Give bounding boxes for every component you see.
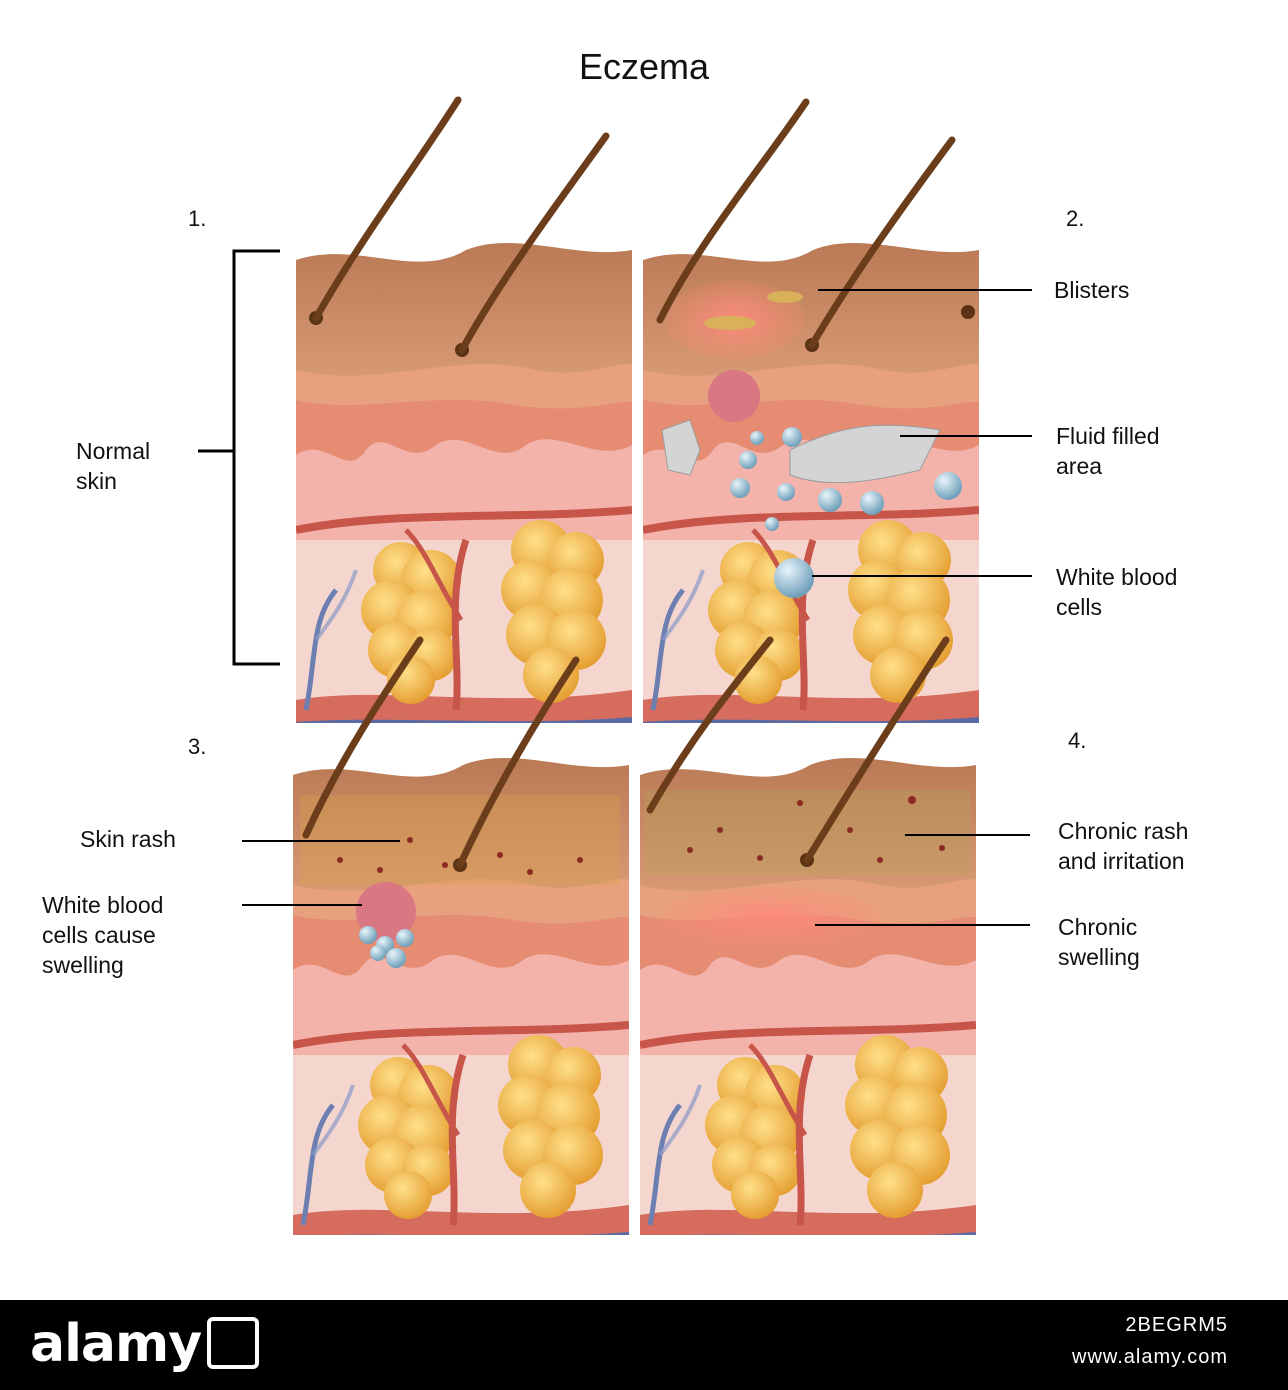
panel-1-number: 1. xyxy=(188,206,207,231)
leader-lines xyxy=(242,289,1032,926)
fluid-area-icon xyxy=(789,424,941,484)
watermark-footer: alamy 2BEGRM5 www.alamy.com xyxy=(0,1300,1288,1390)
panel-3-number: 3. xyxy=(188,734,207,759)
label-wbc-cause-swelling: White blood cells cause swelling xyxy=(42,892,164,978)
panel-4-skin-illustration xyxy=(640,758,976,1253)
panel-2-skin-illustration xyxy=(643,243,979,738)
panel-4-number: 4. xyxy=(1068,728,1087,753)
label-normal-skin: Normal skin xyxy=(76,438,151,494)
label-skin-rash: Skin rash xyxy=(80,826,176,852)
panel-1-hairs xyxy=(312,96,610,354)
white-blood-cell-icon xyxy=(774,558,814,598)
panel-2-number: 2. xyxy=(1066,206,1085,231)
site-url: www.alamy.com xyxy=(1072,1346,1228,1368)
brand-logo: alamy xyxy=(30,1314,260,1374)
normal-skin-bracket xyxy=(198,249,280,666)
chronic-swelling-icon xyxy=(660,887,880,947)
panel-3-skin-illustration xyxy=(293,758,629,1253)
blister-icon xyxy=(704,316,756,330)
label-chronic-rash: Chronic rash and irritation xyxy=(1058,818,1189,874)
page-title: Eczema xyxy=(578,46,710,87)
panel-3-hairs xyxy=(302,636,580,869)
blister-icon xyxy=(767,291,803,303)
label-fluid-filled-area: Fluid filled area xyxy=(1056,423,1160,479)
label-white-blood-cells: White blood cells xyxy=(1056,564,1178,620)
image-id: 2BEGRM5 xyxy=(1125,1314,1228,1336)
label-blisters: Blisters xyxy=(1054,277,1130,303)
illustration xyxy=(198,96,1032,1300)
panel-1-skin-illustration xyxy=(296,243,632,738)
label-chronic-swelling: Chronic swelling xyxy=(1058,914,1140,970)
panel-4-hairs xyxy=(646,636,950,864)
panel-2-hairs xyxy=(656,98,956,349)
logo-box-icon xyxy=(207,1317,260,1369)
